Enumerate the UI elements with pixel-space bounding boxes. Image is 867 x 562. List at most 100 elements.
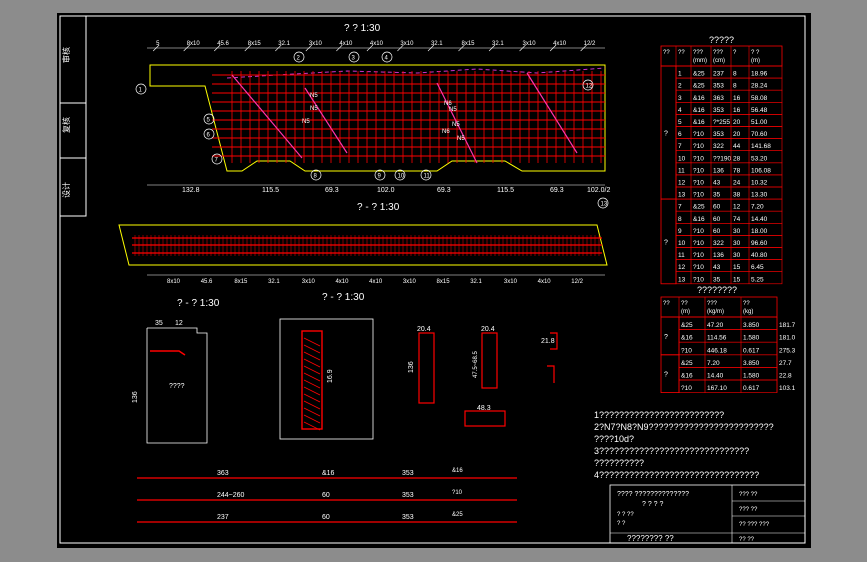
table-cell: 28.24	[751, 83, 768, 90]
top-dim-label: 4x10	[553, 41, 567, 47]
table-cell: 60	[713, 228, 721, 235]
table-row	[675, 198, 783, 212]
callout-number: 7	[215, 158, 219, 164]
detail-a-outline	[146, 327, 208, 444]
note-line: ??????????	[594, 458, 644, 468]
table-cell: 322	[713, 143, 724, 150]
section-dim-label: 32.1	[268, 279, 280, 285]
table-cell: ?10	[693, 228, 704, 235]
bar-detail-tag: &25	[452, 512, 463, 518]
callout-bubble	[203, 113, 215, 125]
table-cell: 3.850	[743, 360, 760, 367]
table-cell: 51.00	[751, 119, 768, 126]
table-cell: ?10	[693, 167, 704, 174]
title-scale: ? ?	[617, 521, 626, 527]
bottom-dim-label: 115.5	[262, 187, 279, 194]
title-block: ???? ?????????????? ? ? ? ? ? ? ?? ? ? ?…	[609, 484, 806, 544]
callout-bubble	[293, 51, 305, 63]
table-cell: 3	[678, 95, 682, 102]
dim-tick	[214, 44, 221, 52]
top-dim-label: 8x15	[248, 41, 262, 47]
table-cell: &25	[693, 204, 705, 211]
table-cell: 13	[678, 192, 686, 199]
table-cell: 136	[713, 252, 724, 259]
table-row	[678, 367, 778, 381]
bent-bar	[526, 72, 578, 154]
table-cell: 60	[713, 204, 721, 211]
dim-tick	[336, 44, 343, 52]
dim-tick	[152, 44, 160, 52]
dim-tick	[244, 44, 251, 52]
table-cell: 14.40	[707, 373, 724, 380]
table-header-cell: ??	[663, 50, 670, 56]
top-dim-label: 3x10	[309, 41, 323, 47]
bottom-dim-label: 102.0/2	[587, 187, 610, 194]
top-dim-label: 32.1	[278, 41, 290, 47]
table-cell: &16	[693, 107, 705, 114]
title-sheet-no: ?? ??	[739, 537, 755, 543]
table-cell: 167.10	[707, 385, 727, 392]
dim-tick	[549, 44, 557, 52]
bar-label: N6	[444, 101, 452, 107]
bottom-dim-label: 132.8	[182, 187, 200, 194]
table-cell: 18.00	[751, 228, 768, 235]
top-dim-label: 5	[156, 41, 160, 47]
bottom-dim-label: 115.5	[497, 187, 514, 194]
section-dim-label: 4x10	[538, 279, 552, 285]
bar-detail-left: 244~260	[217, 492, 245, 499]
rebar-mesh	[212, 71, 605, 164]
table-cell: 181.7	[779, 322, 796, 329]
hoop-2-dim: 20.4	[481, 326, 495, 333]
table-cell: 24	[733, 180, 741, 187]
section-dim-label: 4x10	[369, 279, 383, 285]
table-row	[675, 259, 783, 273]
table-cell: 70.60	[751, 131, 768, 138]
table-cell: 16	[733, 107, 741, 114]
section-dim-label: 8x10	[167, 279, 181, 285]
table-cell: ?10	[693, 155, 704, 162]
table-cell: 353	[713, 83, 724, 90]
section-rebar	[132, 235, 602, 256]
tie-shape	[464, 410, 506, 427]
hatch-line	[303, 414, 321, 424]
title-subtitle: ? ? ? ?	[642, 501, 664, 508]
callout-bubble	[597, 197, 609, 209]
title-scale: ? ? ??	[617, 512, 634, 518]
table-cell: 43	[713, 180, 721, 187]
side-label-design: 设计	[61, 182, 71, 198]
table-header-cell: ?	[733, 50, 737, 56]
hoop-1-dim: 20.4	[417, 326, 431, 333]
table-cell: &16	[693, 216, 705, 223]
table-cell: 20	[733, 119, 741, 126]
table-row	[678, 341, 778, 356]
table-header-cell: ??	[681, 301, 688, 307]
section-dim-label: 4x10	[335, 279, 349, 285]
top-dim-label: 8x10	[187, 41, 201, 47]
callout-bubble	[582, 79, 594, 91]
title-project: ???? ??????????????	[617, 491, 689, 498]
table-cell: 18.96	[751, 71, 768, 78]
table-cell: 13.30	[751, 192, 768, 199]
note-line: 3??????????????????????????????	[594, 446, 749, 456]
table-cell: ??190	[713, 155, 731, 162]
table-cell: 7	[678, 204, 682, 211]
table-cell: &16	[681, 335, 693, 342]
bottom-dim-label: 102.0	[377, 187, 395, 194]
table-cell: 53.20	[751, 155, 768, 162]
table-cell: 141.68	[751, 143, 771, 150]
table-cell: 237	[713, 71, 724, 78]
callout-number: 6	[207, 133, 211, 139]
table-cell: ?10	[693, 252, 704, 259]
hatch-line	[303, 386, 321, 396]
title-cell: ?? ??? ???	[739, 522, 770, 528]
table-header-cell: ??	[743, 301, 750, 307]
side-label-review: 审核	[61, 47, 71, 63]
table-cell: 12	[678, 180, 686, 187]
hatch-line	[303, 344, 321, 354]
table-cell: 8	[733, 71, 737, 78]
dim-tick	[458, 44, 465, 52]
top-dim-label: 45.6	[217, 41, 229, 47]
